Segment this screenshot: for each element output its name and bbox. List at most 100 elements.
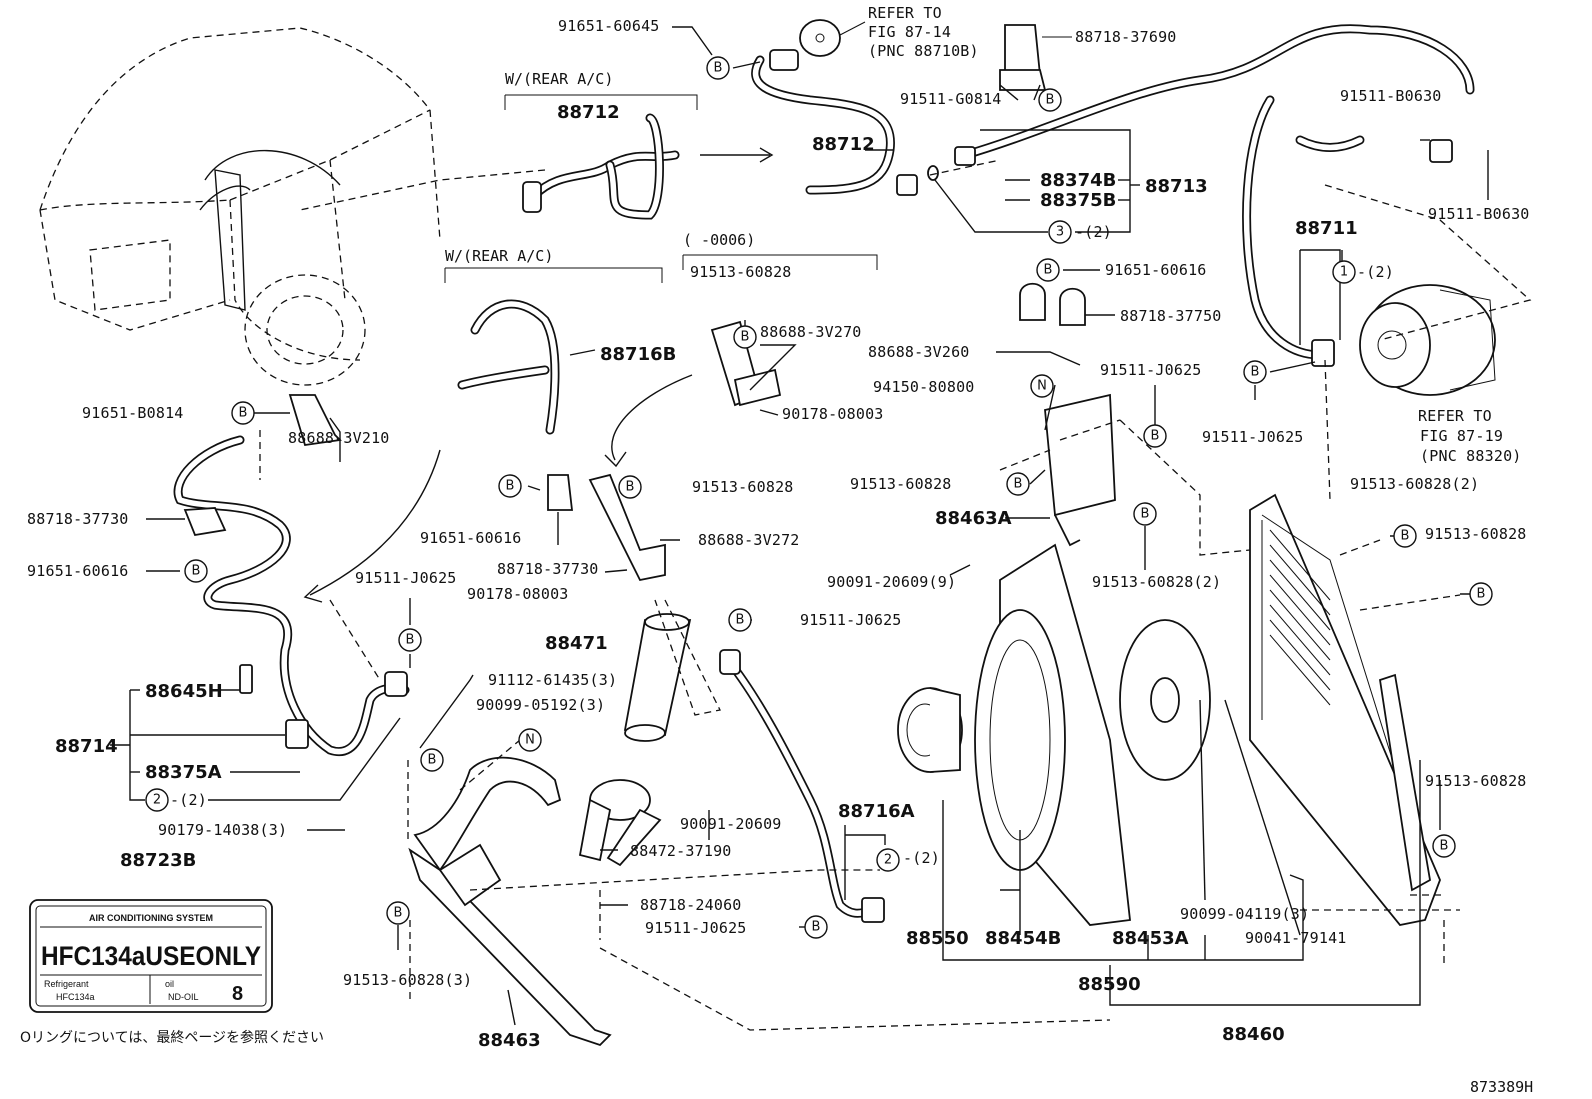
part-91511-J0625-receiver: 91511-J0625 [800, 611, 902, 629]
svg-text:B: B [1440, 839, 1449, 854]
part-88718-37730-mid: 88718-37730 [497, 560, 599, 578]
refer-to-line-3: (PNC 88710B) [868, 42, 979, 60]
part-88688-3V260: 88688-3V260 [868, 343, 970, 361]
marker-b: B [498, 474, 522, 498]
marker-b: B [804, 915, 828, 939]
qty-88713-oring: -(2) [1075, 223, 1112, 241]
arrow-to-3V272 [611, 374, 693, 461]
svg-text:B: B [506, 479, 515, 494]
marker-b: B [386, 901, 410, 925]
part-88463: 88463 [478, 1030, 541, 1051]
part-91511-J0625-left: 91511-J0625 [355, 569, 457, 587]
refer-to-line-2: FIG 87-19 [1420, 427, 1503, 445]
part-91513-60828-2-condenser: 91513-60828(2) [1350, 475, 1479, 493]
refer-to-line-1: REFER TO [868, 4, 942, 22]
marker-b: B [728, 608, 752, 632]
svg-text:B: B [1141, 507, 1150, 522]
qty-88714-oring: -(2) [170, 791, 207, 809]
label-inner-border [35, 905, 267, 1007]
svg-text:2: 2 [884, 853, 892, 868]
bracket-88688-3V272 [588, 473, 666, 582]
svg-text:B: B [1477, 587, 1486, 602]
part-88471: 88471 [545, 633, 608, 654]
svg-text:B: B [1251, 365, 1260, 380]
marker-b: B [398, 628, 422, 652]
marker-1: 1 [1332, 260, 1356, 284]
marker-b: B [1133, 502, 1157, 526]
part-91651-60645: 91651-60645 [558, 17, 660, 35]
marker-symbols: B B 3 1 B B B N B B B B B B B B B B B N … [145, 56, 1493, 939]
part-88718-37690: 88718-37690 [1075, 28, 1177, 46]
part-90179-14038-3: 90179-14038(3) [158, 821, 287, 839]
marker-2: 2 [145, 788, 169, 812]
hose-88712 [751, 49, 939, 196]
oring-note: Oリングについては、最終ページを参照ください [20, 1029, 324, 1046]
qty-88711-oring: -(2) [1357, 263, 1394, 281]
muffler-ref [799, 19, 866, 57]
condition-rear-ac-1: W/(REAR A/C) [505, 70, 613, 88]
refer-to-line-3: (PNC 88320) [1420, 447, 1522, 465]
marker-b: B [733, 325, 757, 349]
part-90099-05192-3: 90099-05192(3) [476, 696, 605, 714]
callout-labels: 91651-60645 88718-37690 91511-G0814 8871… [27, 17, 1529, 1051]
svg-text:B: B [406, 633, 415, 648]
clamp-88718-37690 [999, 24, 1072, 91]
svg-text:B: B [812, 920, 821, 935]
part-88688-3V272: 88688-3V272 [698, 531, 800, 549]
label-header: AIR CONDITIONING SYSTEM [89, 913, 213, 923]
refer-to-compressor: REFER TO FIG 87-19 (PNC 88320) [1418, 407, 1522, 465]
hose-88712-rear [522, 113, 680, 220]
part-91513-60828-condenser-lower: 91513-60828 [1425, 772, 1527, 790]
dashed-install-lines [259, 159, 1532, 1031]
svg-text:B: B [1151, 429, 1160, 444]
part-88688-3V270: 88688-3V270 [760, 323, 862, 341]
vehicle-outline [39, 27, 441, 386]
svg-text:B: B [1044, 263, 1053, 278]
svg-text:B: B [192, 564, 201, 579]
hose-88711 [1242, 95, 1453, 367]
part-88688-3V210: 88688-3V210 [288, 429, 390, 447]
part-90041-79141: 90041-79141 [1245, 929, 1347, 947]
part-88718-24060: 88718-24060 [640, 896, 742, 914]
svg-text:B: B [626, 480, 635, 495]
marker-b: B [1393, 524, 1417, 548]
svg-text:B: B [394, 906, 403, 921]
part-88453A: 88453A [1112, 928, 1189, 949]
label-oil-type: ND-OIL [168, 992, 199, 1002]
part-88463A: 88463A [935, 508, 1012, 529]
marker-n: N [518, 728, 542, 752]
marker-b: B [1006, 472, 1030, 496]
part-91112-61435-3: 91112-61435(3) [488, 671, 617, 689]
part-88716A: 88716A [838, 801, 915, 822]
bracket-88463 [408, 756, 612, 1047]
svg-text:N: N [525, 733, 535, 748]
refer-to-muffler: REFER TO FIG 87-14 (PNC 88710B) [868, 4, 979, 60]
part-88460: 88460 [1222, 1024, 1285, 1045]
qty-88716A-oring: -(2) [903, 849, 940, 867]
hose-88714 [173, 435, 410, 757]
part-90091-20609: 90091-20609 [680, 815, 782, 833]
part-91511-J0625-bracket: 91511-J0625 [1100, 361, 1202, 379]
part-88550: 88550 [906, 928, 969, 949]
bracket-88688-3V210 [288, 394, 342, 447]
svg-text:2: 2 [153, 793, 161, 808]
marker-b: B [1038, 88, 1062, 112]
part-88718-37750: 88718-37750 [1120, 307, 1222, 325]
part-91511-G0814: 91511-G0814 [900, 90, 1002, 108]
arrow-head-88714 [303, 584, 323, 603]
part-90091-20609-9: 90091-20609(9) [827, 573, 956, 591]
part-88645H: 88645H [145, 681, 223, 702]
fan-shroud-88454B [974, 543, 1131, 926]
marker-3: 3 [1048, 220, 1072, 244]
part-88713: 88713 [1145, 176, 1208, 197]
part-88723B: 88723B [120, 850, 196, 871]
part-88716B: 88716B [600, 344, 676, 365]
svg-text:3: 3 [1056, 225, 1064, 240]
part-88375A: 88375A [145, 762, 222, 783]
part-90099-04119-3: 90099-04119(3) [1180, 905, 1309, 923]
condition-date-range: ( -0006) [683, 231, 755, 249]
part-91513-60828-condenser: 91513-60828 [1425, 525, 1527, 543]
svg-text:B: B [736, 613, 745, 628]
part-88375B: 88375B [1040, 190, 1116, 211]
